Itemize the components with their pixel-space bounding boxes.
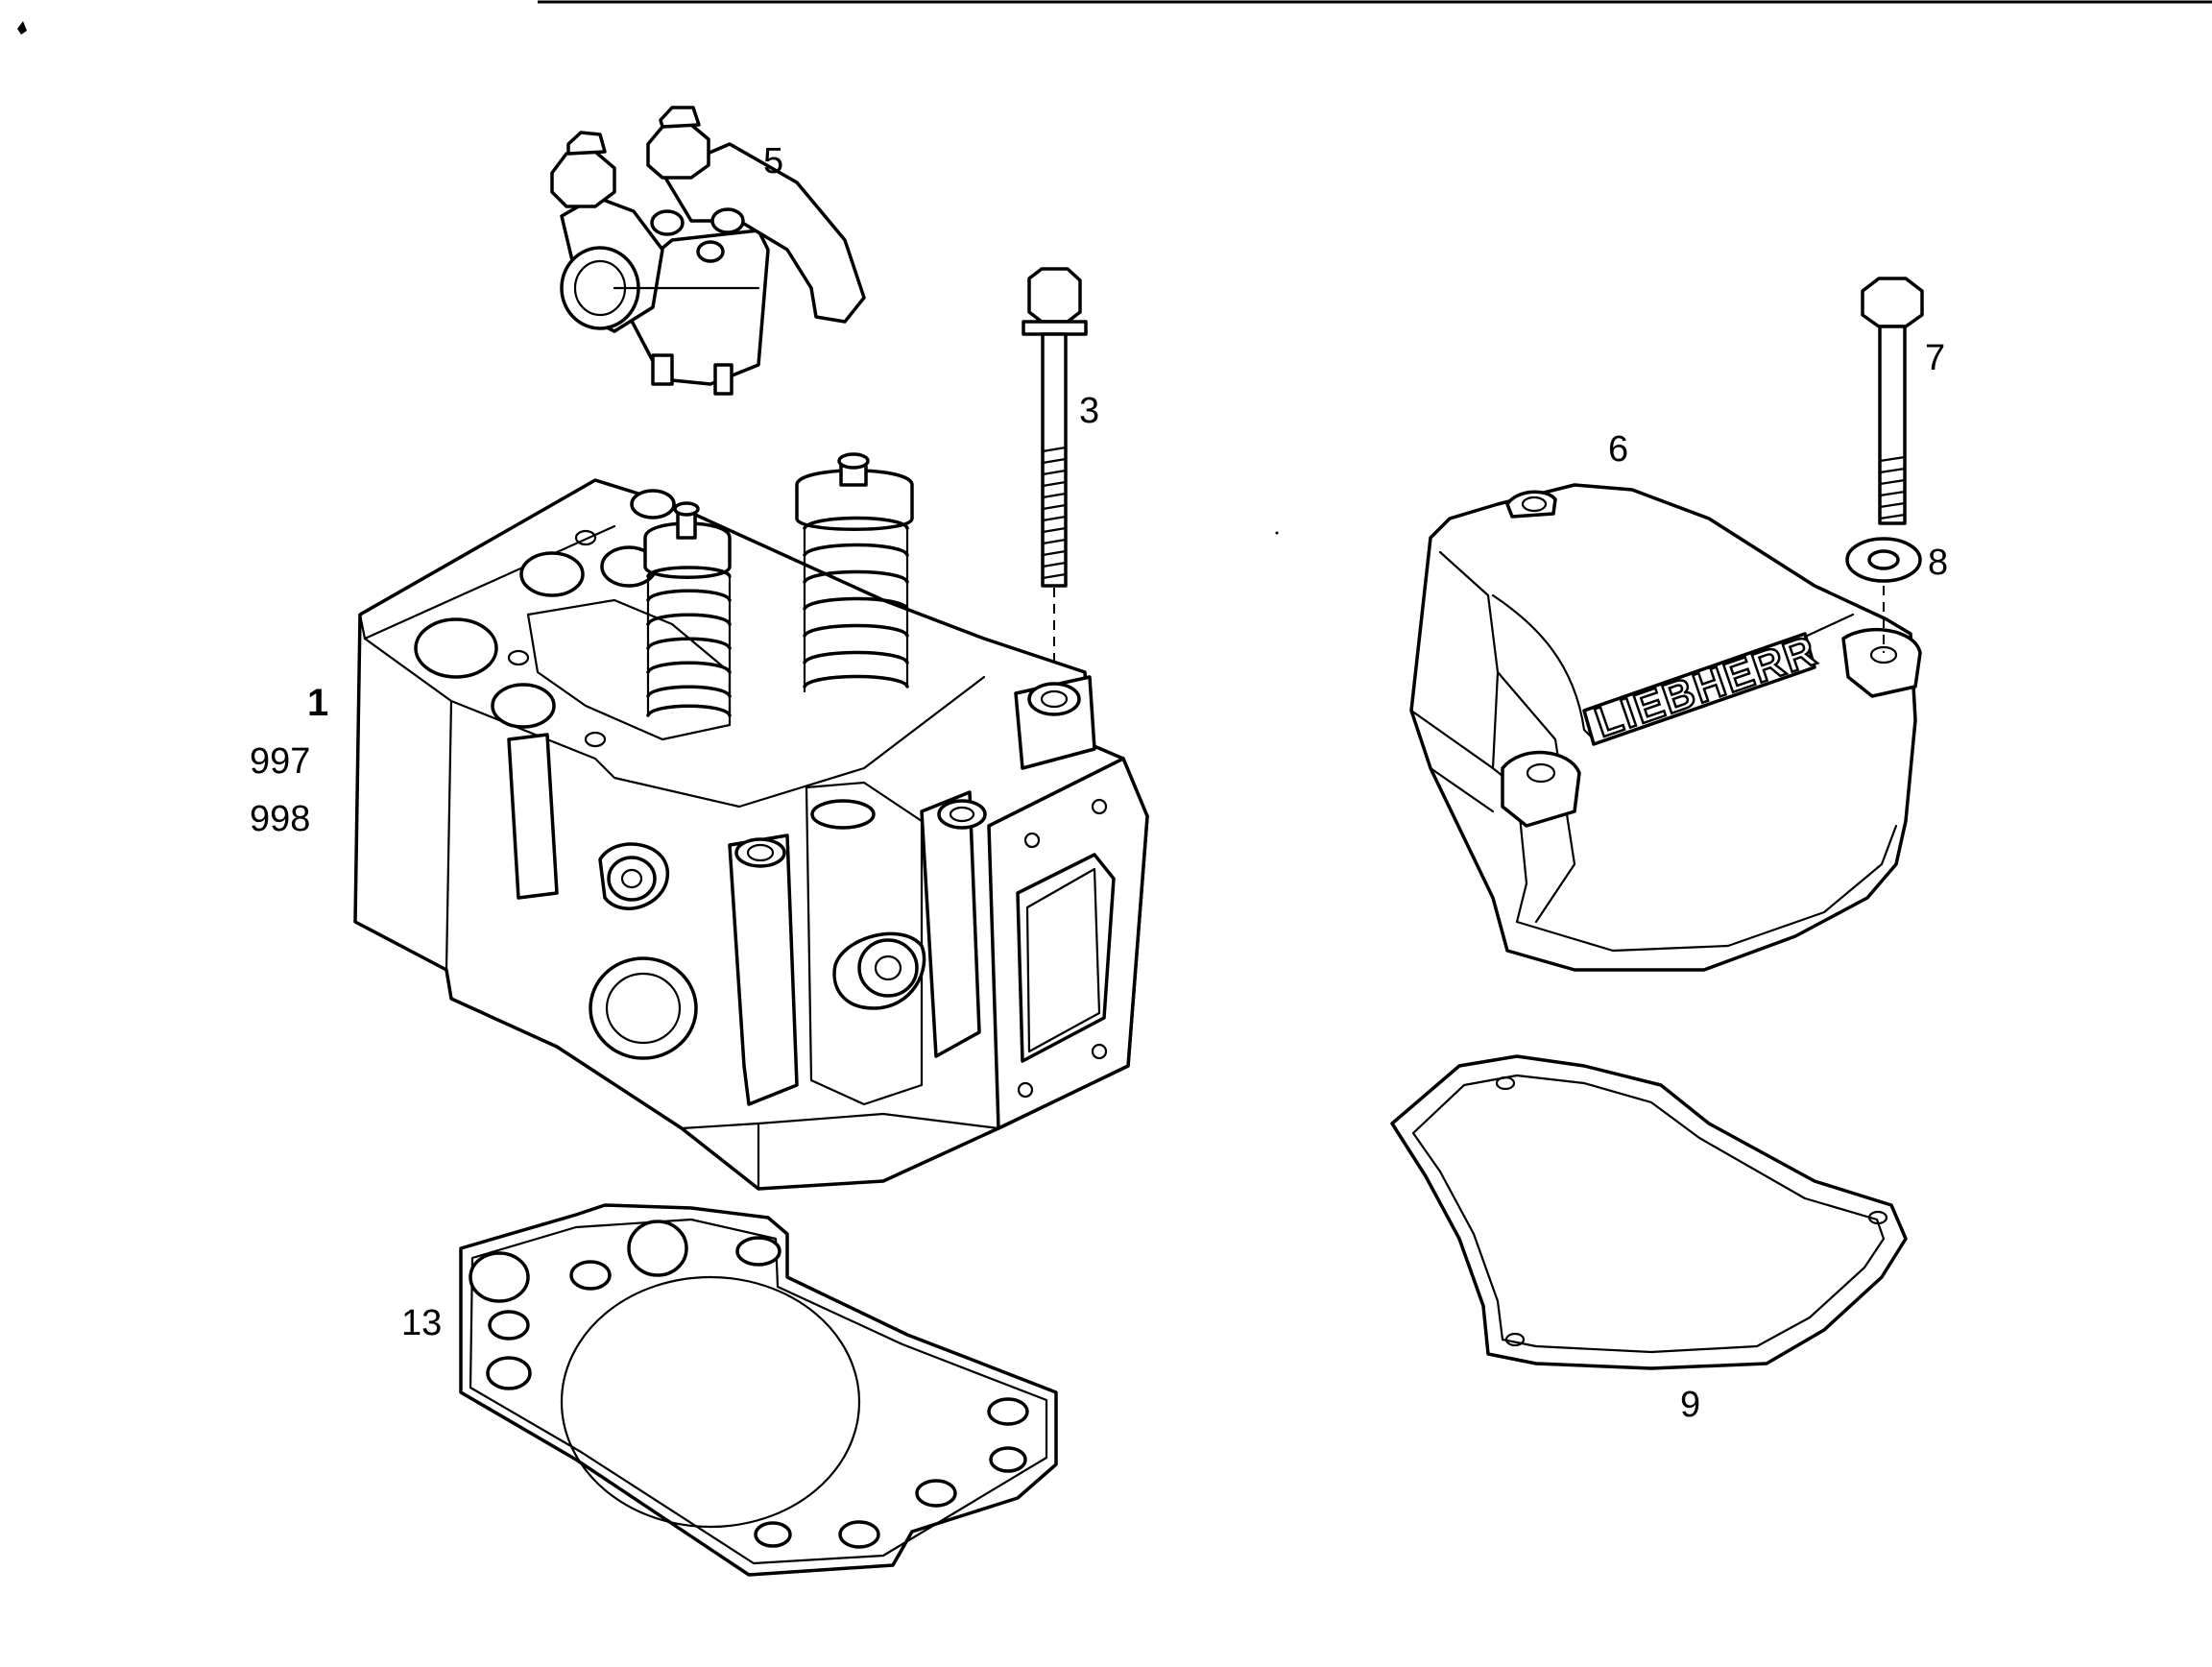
cylinder-head-gasket (459, 1203, 1058, 1577)
valve-cover-gasket (1390, 1054, 1908, 1370)
callout-labels: 1 997 998 3 5 6 7 8 9 13 (250, 141, 1948, 1425)
callout-part-5: 5 (763, 141, 783, 181)
rocker-arm-assembly (550, 106, 866, 396)
callout-part-997: 997 (250, 741, 310, 782)
corner-mark (17, 21, 27, 35)
washer (1845, 537, 1922, 653)
callout-part-13: 13 (401, 1303, 442, 1343)
callout-part-998: 998 (250, 799, 310, 839)
callout-part-8: 8 (1928, 543, 1948, 583)
valve-cover: LIEBHERR (1409, 483, 1922, 972)
stray-dot (1275, 531, 1279, 535)
callout-part-6: 6 (1608, 429, 1628, 470)
cylinder-head-bolt (1022, 267, 1088, 687)
valve-spring-right (795, 452, 914, 693)
valve-cover-bolt (1861, 277, 1924, 525)
callout-part-7: 7 (1925, 338, 1945, 378)
valve-spring-left (643, 501, 732, 717)
callout-part-3: 3 (1079, 391, 1099, 431)
callout-part-9: 9 (1680, 1385, 1700, 1425)
callout-part-1: 1 (307, 682, 328, 724)
cylinder-head (353, 452, 1149, 1191)
